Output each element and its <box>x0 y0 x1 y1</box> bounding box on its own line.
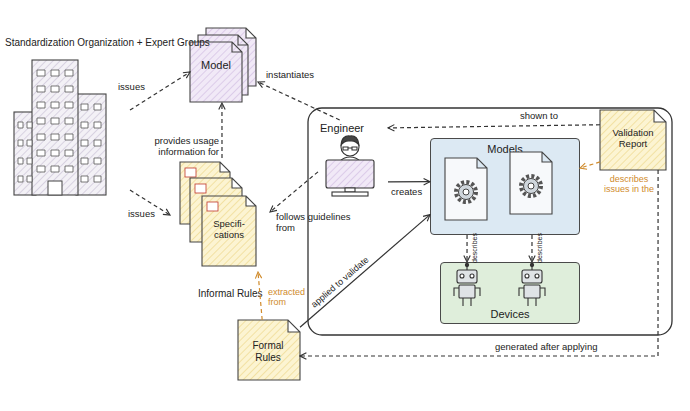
formal-rules-document <box>238 320 300 380</box>
robot-antenna-tip <box>465 263 468 266</box>
node-label: Validation Report <box>602 128 664 150</box>
edge-label: describes issues in the <box>596 174 662 195</box>
robot-eye <box>460 274 464 278</box>
connector-arrow <box>388 181 430 182</box>
connector-arrow <box>258 272 262 320</box>
robot-icon <box>454 263 480 306</box>
pdf-badge <box>185 168 196 177</box>
specification-document-stack <box>180 162 256 266</box>
gear-hub <box>463 189 469 195</box>
document-sheet <box>238 320 300 380</box>
actor-node: Engineer <box>318 120 388 192</box>
robot-head <box>457 270 477 283</box>
building-wing <box>76 94 106 195</box>
model-document-stack <box>190 28 256 102</box>
node-label: Specifi- cations <box>202 219 256 241</box>
keyboard <box>332 192 368 196</box>
building-windows <box>18 70 101 182</box>
robot-eye <box>470 274 474 278</box>
node-label: Devices <box>441 308 579 321</box>
edge-label: provides usage information for <box>143 136 219 158</box>
robot-antenna <box>466 266 467 270</box>
gear-body <box>524 179 539 194</box>
connector-arrow <box>258 82 340 120</box>
validation-report-document <box>600 110 666 170</box>
connector-arrow <box>388 125 600 128</box>
edge-label: applied to validate <box>300 247 380 317</box>
model-file-icon <box>445 158 487 220</box>
connector-arrow <box>130 72 190 110</box>
document-sheet <box>202 196 256 266</box>
connector-arrow <box>580 162 600 168</box>
edge-label: describes <box>536 228 544 268</box>
connector-arrow <box>130 190 170 215</box>
pdf-badge <box>207 202 218 211</box>
gear-body <box>459 185 474 200</box>
robot-icon <box>519 263 545 306</box>
document-sheet <box>190 42 242 102</box>
monitor-stand <box>345 188 355 192</box>
node-label: Engineer <box>320 122 364 135</box>
robot-limbs <box>519 288 545 306</box>
connector-arrow <box>531 235 532 262</box>
connector-arrow <box>221 103 222 158</box>
computer-monitor <box>326 160 374 188</box>
file-sheet <box>510 152 552 214</box>
node-label: Formal Rules <box>240 340 296 363</box>
node-label: Standardization Organization + Expert Gr… <box>5 37 210 49</box>
robot-antenna-tip <box>530 263 533 266</box>
connector-arrow <box>270 172 318 212</box>
building-icon <box>14 60 106 195</box>
robot-head <box>522 270 542 283</box>
node-label: Models <box>431 143 579 156</box>
engineer-glasses <box>343 147 357 150</box>
gear-teeth <box>456 182 476 202</box>
robot-antenna <box>531 266 532 270</box>
engineer-workspace-frame <box>308 108 672 335</box>
edge-label: generated after applying <box>495 342 597 353</box>
document-node: Specifi- cationsInformal Rules <box>170 158 270 272</box>
connector-arrow <box>300 215 430 328</box>
file-sheet <box>445 158 487 220</box>
node-label: Model <box>190 59 242 72</box>
edge-label: creates <box>391 187 422 198</box>
group-box: Models <box>430 138 580 235</box>
document-node: Formal Rules <box>238 320 300 380</box>
gear-teeth <box>521 176 541 196</box>
model-file-icon <box>510 152 552 214</box>
edge-label: shown to <box>520 111 558 122</box>
robot-body <box>524 285 540 298</box>
document-node: Validation Report <box>600 108 666 170</box>
document-node: Model <box>190 28 258 103</box>
edge-label: follows guidelines from <box>276 212 352 234</box>
gear-hub <box>528 183 534 189</box>
edge-label: issues <box>118 82 145 93</box>
document-sheet <box>600 110 666 170</box>
edge-label: issues <box>128 209 155 220</box>
edge-label: instantiates <box>266 70 314 81</box>
robot-eye <box>535 274 539 278</box>
pdf-badge <box>195 184 206 193</box>
robot-limbs <box>454 288 480 306</box>
edge-label: describes <box>471 228 479 268</box>
connector-arrow <box>466 235 467 262</box>
engineer-hair <box>341 136 359 145</box>
node-label: Informal Rules <box>198 288 262 300</box>
robot-body <box>459 285 475 298</box>
edge-label: extracted from <box>268 287 320 308</box>
connector-arrow <box>300 170 658 356</box>
organization-node: Standardization Organization + Expert Gr… <box>5 35 130 200</box>
building-door <box>48 181 62 195</box>
group-box: Devices <box>440 262 580 324</box>
building-tower <box>32 60 78 195</box>
robot-eye <box>525 274 529 278</box>
engineer-icon <box>326 136 374 196</box>
